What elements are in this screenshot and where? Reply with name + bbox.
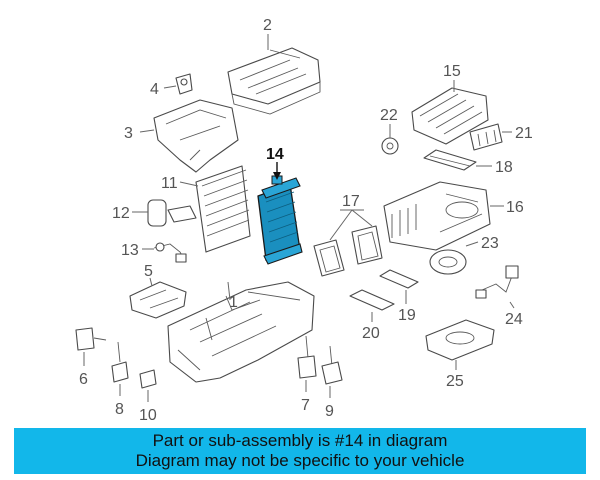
part-10-clip[interactable] xyxy=(139,369,157,389)
leader-4 xyxy=(163,85,177,89)
part-17-seals[interactable] xyxy=(313,225,383,277)
exploded-view: 1 2 3 4 5 6 7 8 9 10 11 12 13 14 15 16 1… xyxy=(75,17,533,424)
callout-9: 9 xyxy=(325,403,334,420)
part-11-evaporator[interactable] xyxy=(195,165,251,253)
part-21-filter-cover[interactable] xyxy=(469,123,503,151)
callout-4: 4 xyxy=(150,81,159,98)
callout-24: 24 xyxy=(505,311,523,328)
leader-23 xyxy=(465,241,479,247)
leader-1 xyxy=(227,281,231,301)
callout-20: 20 xyxy=(362,325,380,342)
part-7-sensor[interactable] xyxy=(297,335,317,379)
callout-17: 17 xyxy=(342,193,360,210)
part-3-case-upper[interactable] xyxy=(153,99,239,173)
part-12-valve[interactable] xyxy=(147,199,197,227)
callout-11: 11 xyxy=(161,175,178,192)
leader-24 xyxy=(509,301,515,309)
callout-15: 15 xyxy=(443,63,461,80)
callout-12: 12 xyxy=(112,205,130,222)
callout-10: 10 xyxy=(139,407,157,424)
callout-2: 2 xyxy=(263,17,272,34)
part-24-harness[interactable] xyxy=(475,265,519,299)
part-1-case-lower[interactable] xyxy=(167,281,315,383)
part-15-housing-top[interactable] xyxy=(411,87,489,145)
leader-5 xyxy=(149,277,153,287)
leader-3 xyxy=(139,129,155,133)
part-22-knob[interactable] xyxy=(381,137,399,155)
callout-13: 13 xyxy=(121,242,139,259)
banner-line-2: Diagram may not be specific to your vehi… xyxy=(135,451,465,470)
callout-19: 19 xyxy=(398,307,416,324)
callout-18: 18 xyxy=(495,159,513,176)
part-13-sensor[interactable] xyxy=(153,242,187,263)
leader-17 xyxy=(329,209,373,241)
callout-25: 25 xyxy=(446,373,464,390)
part-6-actuator[interactable] xyxy=(75,327,107,351)
callout-23: 23 xyxy=(481,235,499,252)
part-25-base-plate[interactable] xyxy=(425,319,495,361)
part-14-heater-core[interactable] xyxy=(257,175,303,265)
part-5-actuator[interactable] xyxy=(129,281,187,319)
part-16-blower-unit[interactable] xyxy=(383,181,491,251)
leader-11 xyxy=(179,181,199,187)
callout-3: 3 xyxy=(124,125,133,142)
part-9-sensor[interactable] xyxy=(321,345,343,385)
part-4-bracket[interactable] xyxy=(175,73,193,95)
callout-6: 6 xyxy=(79,371,88,388)
banner-line-1: Part or sub-assembly is #14 in diagram xyxy=(152,431,448,450)
callout-22: 22 xyxy=(380,107,398,124)
arrow-14 xyxy=(273,172,281,180)
callout-16: 16 xyxy=(506,199,524,216)
part-20-strip[interactable] xyxy=(349,289,395,311)
callout-7: 7 xyxy=(301,397,310,414)
part-23-blower-motor[interactable] xyxy=(429,249,467,275)
info-banner: Part or sub-assembly is #14 in diagram D… xyxy=(14,428,586,474)
part-19-strip[interactable] xyxy=(379,269,419,289)
part-8-sensor[interactable] xyxy=(111,341,129,383)
part-18-air-filter[interactable] xyxy=(423,149,477,171)
callout-21: 21 xyxy=(515,125,533,142)
callout-1: 1 xyxy=(229,294,238,311)
part-2-duct-cover[interactable] xyxy=(227,47,321,115)
callout-14: 14 xyxy=(266,146,284,163)
callout-5: 5 xyxy=(144,263,153,280)
callout-8: 8 xyxy=(115,401,124,418)
